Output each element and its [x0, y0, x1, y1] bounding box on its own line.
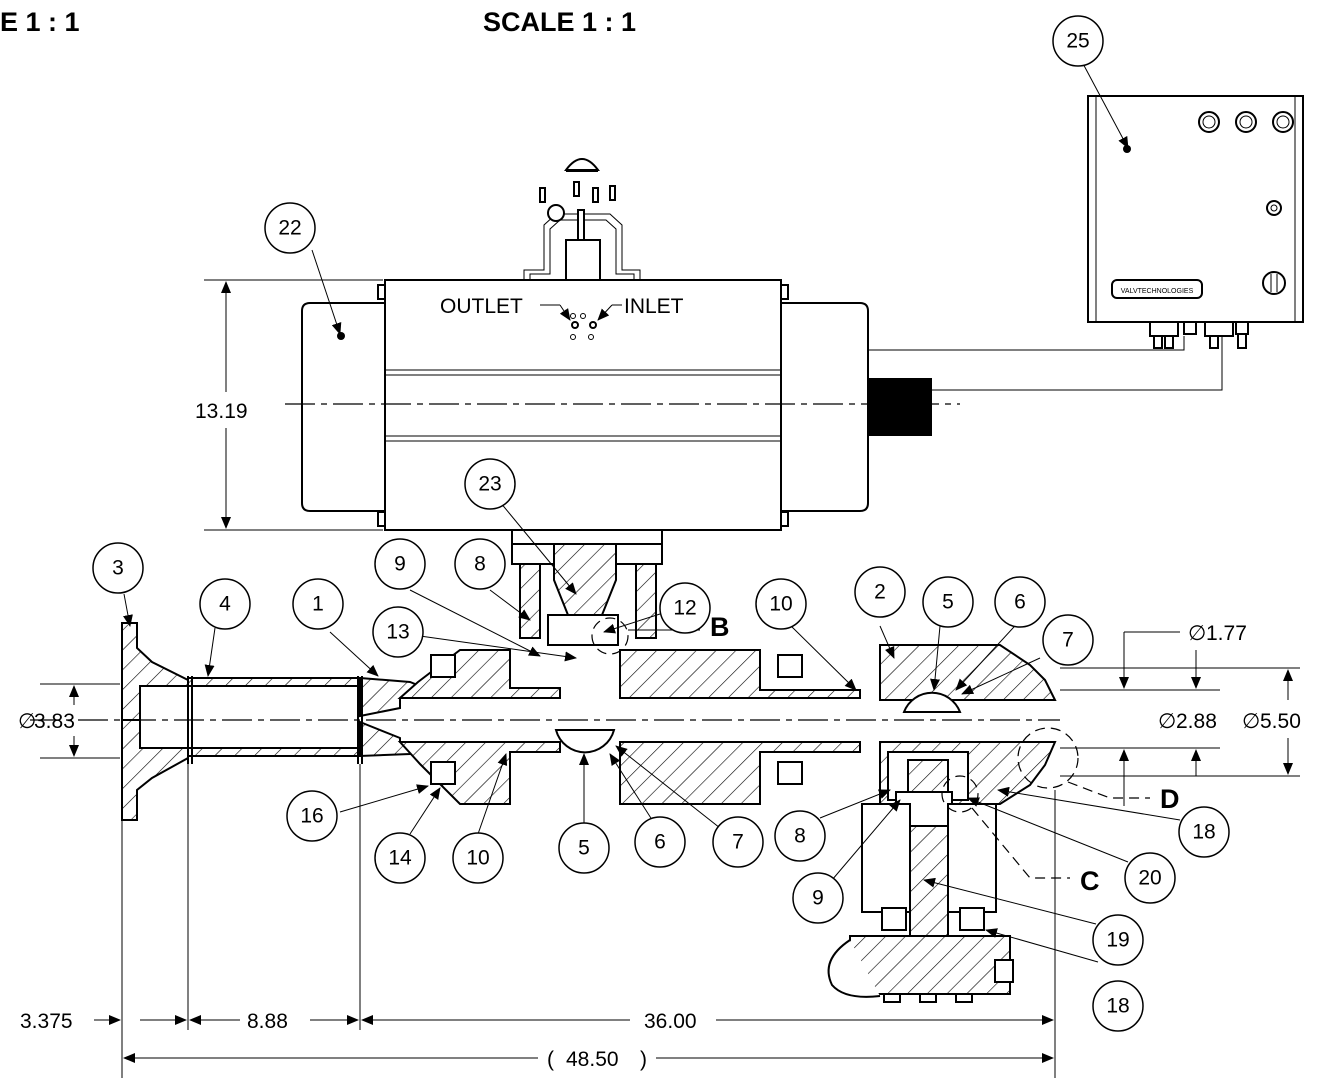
detail-label-b: B — [710, 612, 730, 642]
detail-label-c: C — [1080, 866, 1100, 896]
balloon-6-top: 6 — [994, 576, 1046, 628]
logo-plate — [1111, 279, 1203, 299]
balloon-16: 16 — [286, 790, 338, 842]
dim-left-diameter: 3.83 — [34, 710, 75, 733]
scale-label-left: E 1 : 1 — [0, 7, 80, 37]
dim-diameter-symbol-r1: ∅ — [1188, 622, 1206, 645]
dimensions: 13.19 ∅ 3.83 ∅ 1.77 ∅ 2.88 ∅ 5.50 3.375 — [18, 279, 1301, 1078]
balloon-9-top: 9 — [374, 538, 426, 590]
svg-text:5: 5 — [942, 591, 954, 614]
svg-text:22: 22 — [278, 217, 301, 240]
scale-label-center: SCALE 1 : 1 — [483, 7, 636, 37]
balloon-8-bottom: 8 — [774, 810, 826, 862]
svg-text:18: 18 — [1106, 995, 1129, 1018]
svg-text:7: 7 — [732, 831, 744, 854]
balloon-19: 19 — [1092, 914, 1144, 966]
balloon-10-top: 10 — [755, 578, 807, 630]
dim-right-diameter-2: 2.88 — [1176, 710, 1217, 733]
balloon-13: 13 — [372, 606, 424, 658]
outlet-label: OUTLET — [440, 295, 523, 318]
dim-height: 13.19 — [195, 400, 248, 423]
detail-label-d: D — [1160, 784, 1180, 814]
balloon-10-bottom: 10 — [452, 832, 504, 884]
balloon-12: 12 — [659, 582, 711, 634]
svg-text:16: 16 — [300, 805, 323, 828]
balloon-22: 22 — [264, 202, 316, 254]
balloon-7-top: 7 — [1042, 614, 1094, 666]
balloon-6-bottom: 6 — [634, 816, 686, 868]
svg-text:18: 18 — [1192, 821, 1215, 844]
svg-text:14: 14 — [388, 847, 412, 870]
control-box: VALVTECHNOLOGIES — [1087, 95, 1304, 349]
svg-text:23: 23 — [478, 473, 501, 496]
dim-diameter-symbol-left: ∅ — [18, 710, 36, 733]
svg-text:8: 8 — [474, 553, 486, 576]
balloon-group: 25 22 23 3 4 1 9 8 12 13 10 2 5 6 7 16 1… — [92, 15, 1230, 1032]
balloon-23: 23 — [464, 458, 516, 510]
svg-text:8: 8 — [794, 825, 806, 848]
dim-paren-close: ) — [640, 1048, 647, 1071]
balloon-7-bottom: 7 — [712, 816, 764, 868]
gland-icon — [1198, 111, 1294, 133]
svg-text:4: 4 — [219, 593, 231, 616]
dim-right-diameter-1: 1.77 — [1206, 622, 1247, 645]
balloon-5-bottom: 5 — [558, 822, 610, 874]
dim-length-2: 8.88 — [247, 1010, 288, 1033]
svg-text:19: 19 — [1106, 929, 1129, 952]
dim-length-3: 36.00 — [644, 1010, 697, 1033]
bracket-stem — [511, 529, 663, 646]
svg-text:3: 3 — [112, 557, 124, 580]
balloon-4: 4 — [199, 578, 251, 630]
svg-text:12: 12 — [673, 597, 696, 620]
balloon-2: 2 — [854, 566, 906, 618]
balloon-18-upper: 18 — [1178, 806, 1230, 858]
balloon-20: 20 — [1124, 852, 1176, 904]
logo-text: VALVTECHNOLOGIES — [1121, 288, 1194, 295]
svg-text:1: 1 — [312, 593, 324, 616]
svg-text:2: 2 — [874, 581, 886, 604]
svg-text:6: 6 — [654, 831, 666, 854]
position-indicator — [523, 158, 641, 281]
balloon-18-lower: 18 — [1092, 980, 1144, 1032]
svg-text:10: 10 — [466, 847, 489, 870]
svg-text:10: 10 — [769, 593, 792, 616]
balloon-3: 3 — [92, 542, 144, 594]
balloon-5-top: 5 — [922, 576, 974, 628]
leader-lines — [123, 57, 1181, 963]
balloon-9-bottom: 9 — [792, 872, 844, 924]
dim-diameter-symbol-r3: ∅ — [1242, 710, 1260, 733]
dim-paren-open: ( — [547, 1048, 554, 1071]
svg-text:7: 7 — [1062, 629, 1074, 652]
dim-length-1: 3.375 — [20, 1010, 73, 1033]
dim-diameter-symbol-r2: ∅ — [1158, 710, 1176, 733]
dim-right-diameter-3: 5.50 — [1260, 710, 1301, 733]
svg-text:25: 25 — [1066, 30, 1089, 53]
balloon-8-top: 8 — [454, 538, 506, 590]
svg-text:5: 5 — [578, 837, 590, 860]
dim-overall: 48.50 — [566, 1048, 619, 1071]
svg-text:13: 13 — [386, 621, 409, 644]
override-knob — [868, 378, 932, 436]
balloon-14: 14 — [374, 832, 426, 884]
svg-text:9: 9 — [394, 553, 406, 576]
svg-text:6: 6 — [1014, 591, 1026, 614]
balloon-25: 25 — [1052, 15, 1104, 67]
inlet-label: INLET — [624, 295, 684, 318]
actuator: OUTLET INLET — [301, 279, 932, 531]
balloon-1: 1 — [292, 578, 344, 630]
svg-text:20: 20 — [1138, 867, 1161, 890]
svg-text:9: 9 — [812, 887, 824, 910]
